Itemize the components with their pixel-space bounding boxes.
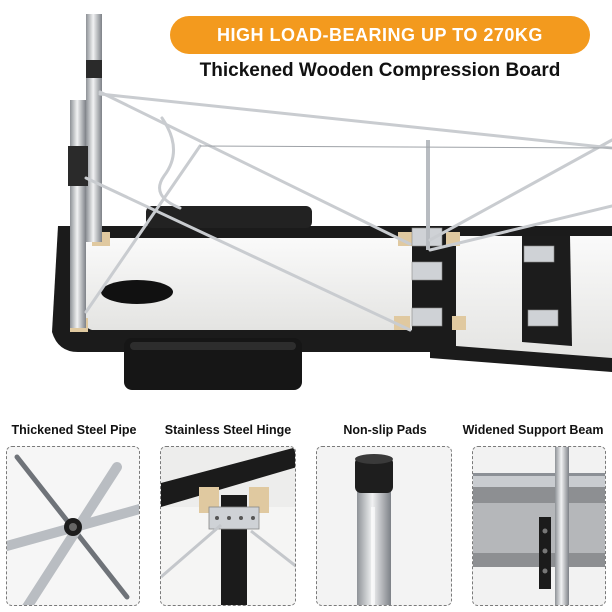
feature-label-hinge: Stainless Steel Hinge: [164, 423, 292, 437]
feature-label-beam: Widened Support Beam: [462, 423, 604, 437]
feature-image-pads: [316, 446, 452, 606]
product-photo-table: [52, 14, 612, 390]
feature-image-hinge: [160, 446, 296, 606]
feature-label-pads: Non-slip Pads: [343, 423, 427, 437]
feature-image-steel-pipe: [6, 446, 140, 606]
feature-image-beam: [472, 446, 606, 606]
subtitle-heading: Thickened Wooden Compression Board: [199, 60, 561, 81]
load-capacity-banner: HIGH LOAD-BEARING UP TO 270KG: [170, 16, 590, 54]
feature-label-steel-pipe: Thickened Steel Pipe: [11, 423, 137, 437]
